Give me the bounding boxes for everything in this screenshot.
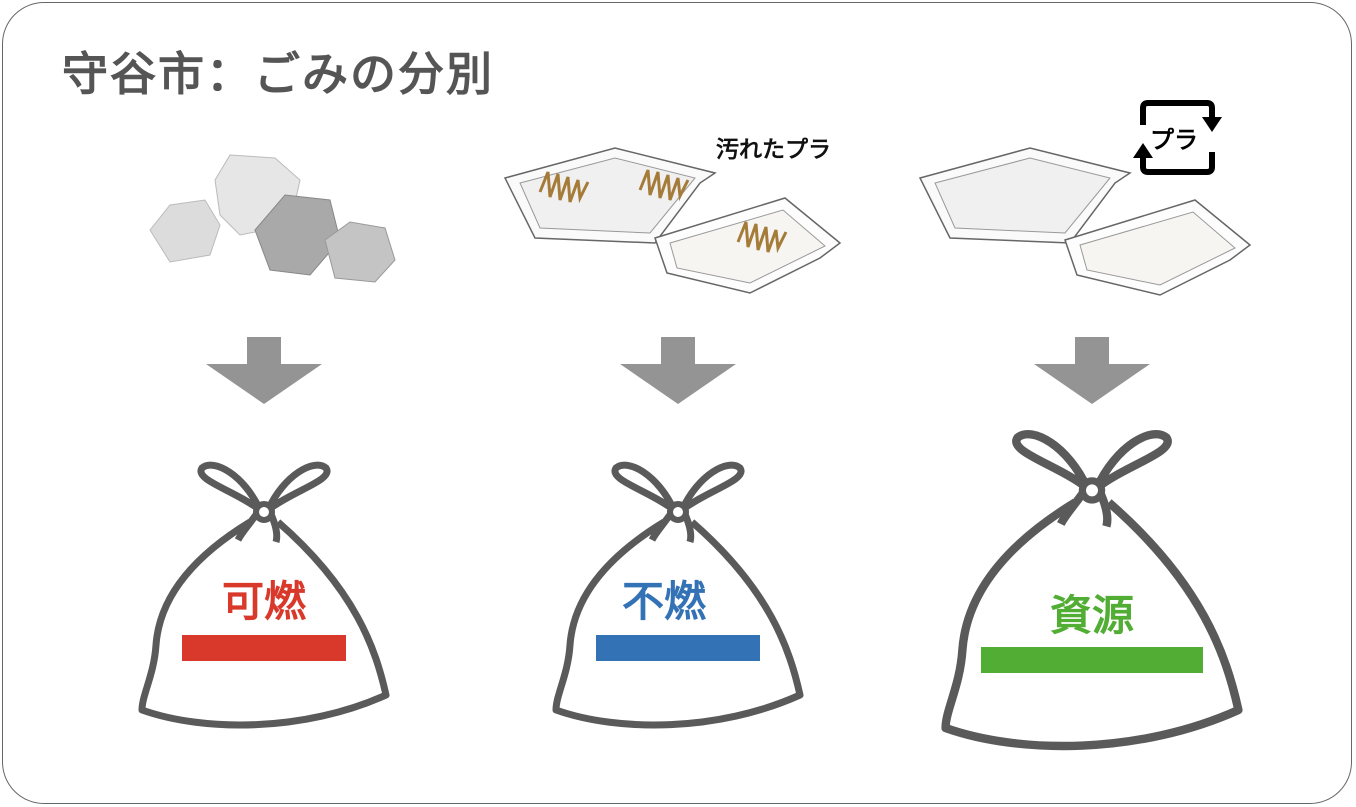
category-label-nonburnable: 不燃 bbox=[621, 577, 706, 626]
recycle-mark-text: プラ bbox=[1150, 126, 1198, 154]
plastic-recycle-icon bbox=[1133, 100, 1222, 175]
category-bar-resource bbox=[981, 647, 1203, 673]
category-label-burnable: 可燃 bbox=[221, 577, 306, 626]
paper-waste-image bbox=[149, 154, 396, 283]
category-bar-nonburnable bbox=[596, 635, 760, 661]
arrow-down-1 bbox=[206, 337, 322, 404]
category-label-resource: 資源 bbox=[1049, 591, 1134, 640]
dirty-plastic-image bbox=[504, 147, 841, 294]
arrow-down-3 bbox=[1034, 337, 1150, 404]
page-title: 守谷市：ごみの分別 bbox=[62, 47, 494, 101]
dirty-plastic-caption: 汚れたプラ bbox=[716, 137, 831, 163]
arrow-down-2 bbox=[620, 337, 736, 404]
category-bar-burnable bbox=[182, 635, 346, 661]
